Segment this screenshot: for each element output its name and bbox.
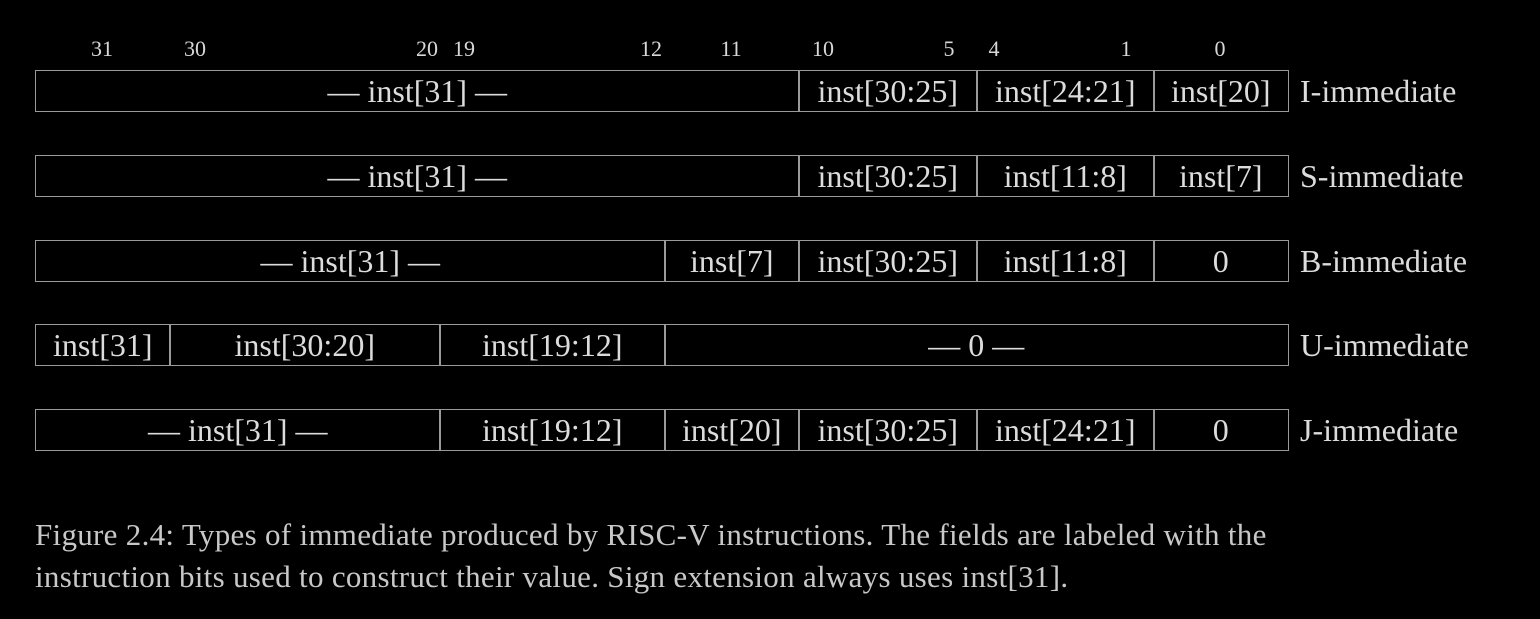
bit-label-11: 11: [720, 36, 742, 61]
field-cell: inst[30:25]: [798, 70, 978, 112]
field-cell: inst[7]: [1153, 155, 1289, 197]
field-cell: 0: [1153, 240, 1289, 282]
row-i-immediate: — inst[31] —inst[30:25]inst[24:21]inst[2…: [35, 70, 1289, 112]
field-cell: inst[20]: [1153, 70, 1289, 112]
row-j-immediate: — inst[31] —inst[19:12]inst[20]inst[30:2…: [35, 409, 1289, 451]
caption-line-1: Figure 2.4: Types of immediate produced …: [35, 517, 1267, 552]
figure-caption: Figure 2.4: Types of immediate produced …: [35, 514, 1505, 598]
bit-label-30: 30: [184, 36, 206, 61]
row-label: U-immediate: [1300, 326, 1469, 363]
field-cell: inst[19:12]: [439, 409, 666, 451]
field-cell: inst[24:21]: [976, 70, 1155, 112]
field-cell: — inst[31] —: [35, 155, 800, 197]
field-cell: — inst[31] —: [35, 240, 666, 282]
field-cell: inst[7]: [664, 240, 800, 282]
field-cell: inst[11:8]: [976, 240, 1155, 282]
field-cell: inst[11:8]: [976, 155, 1155, 197]
field-cell: 0: [1153, 409, 1289, 451]
field-cell: inst[30:25]: [798, 409, 978, 451]
bit-label-4: 4: [988, 36, 1000, 61]
row-label: I-immediate: [1300, 72, 1457, 109]
row-b-immediate: — inst[31] —inst[7]inst[30:25]inst[11:8]…: [35, 240, 1289, 282]
bit-label-5: 5: [943, 36, 955, 61]
row-label: J-immediate: [1300, 411, 1459, 448]
field-cell: inst[30:20]: [169, 324, 441, 366]
caption-line-2: instruction bits used to construct their…: [35, 559, 1069, 594]
bit-label-19: 19: [453, 36, 475, 61]
bit-label-1: 1: [1120, 36, 1132, 61]
row-label: S-immediate: [1300, 157, 1464, 194]
field-cell: inst[20]: [664, 409, 800, 451]
row-u-immediate: inst[31]inst[30:20]inst[19:12]— 0 —: [35, 324, 1289, 366]
bit-label-0: 0: [1214, 36, 1226, 61]
bit-label-31: 31: [91, 36, 113, 61]
row-label: B-immediate: [1300, 242, 1468, 279]
bit-label-12: 12: [640, 36, 662, 61]
field-cell: inst[19:12]: [439, 324, 666, 366]
field-cell: — inst[31] —: [35, 70, 800, 112]
field-cell: inst[30:25]: [798, 155, 978, 197]
field-cell: — 0 —: [664, 324, 1289, 366]
field-cell: — inst[31] —: [35, 409, 441, 451]
field-cell: inst[30:25]: [798, 240, 978, 282]
field-cell: inst[24:21]: [976, 409, 1155, 451]
field-cell: inst[31]: [35, 324, 171, 366]
bit-label-10: 10: [812, 36, 834, 61]
bit-label-20: 20: [416, 36, 438, 61]
row-s-immediate: — inst[31] —inst[30:25]inst[11:8]inst[7]: [35, 155, 1289, 197]
